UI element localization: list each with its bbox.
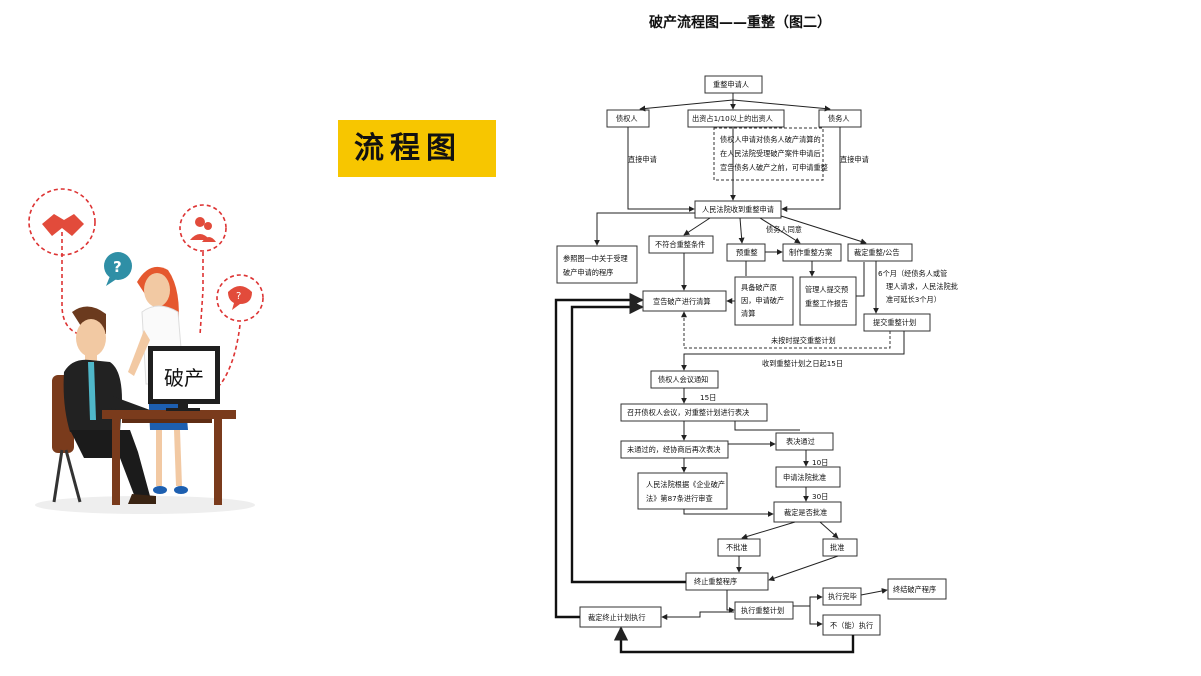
svg-text:在人民法院受理破产案件申请后: 在人民法院受理破产案件申请后	[720, 149, 821, 158]
svg-text:裁定是否批准: 裁定是否批准	[784, 508, 827, 517]
svg-text:申请法院批准: 申请法院批准	[783, 473, 826, 482]
svg-text:召开债权人会议，对重整计划进行表决: 召开债权人会议，对重整计划进行表决	[627, 408, 749, 417]
svg-text:出资占1/10以上的出资人: 出资占1/10以上的出资人	[692, 114, 773, 123]
node-vote-passed: 表决通过	[775, 432, 834, 451]
team-icon	[179, 204, 227, 252]
flowchart-banner: 流程图	[338, 120, 496, 177]
handshake-icon	[28, 188, 96, 256]
svg-text:宣告破产进行清算: 宣告破产进行清算	[653, 297, 711, 306]
node-not-qualified: 不符合重整条件	[648, 235, 714, 254]
node-end-bankruptcy: 终结破产程序	[887, 578, 947, 600]
node-terminate-execution: 裁定终止计划执行	[579, 606, 662, 628]
computer-monitor: 破产	[148, 346, 220, 411]
svg-text:制作重整方案: 制作重整方案	[789, 248, 832, 257]
svg-text:参照图一中关于受理: 参照图一中关于受理	[563, 254, 628, 263]
label-15-days: 15日	[700, 393, 716, 402]
node-pre-reorg: 预重整	[726, 243, 766, 262]
svg-text:执行重整计划: 执行重整计划	[741, 606, 784, 615]
label-30-days: 30日	[812, 492, 828, 501]
node-creditor-notice: 债权人会议通知	[650, 370, 719, 389]
svg-text:不符合重整条件: 不符合重整条件	[655, 240, 705, 249]
node-cannot-execute: 不（能）执行	[822, 614, 881, 636]
svg-text:债权人申请对债务人破产清算的: 债权人申请对债务人破产清算的	[720, 135, 821, 144]
svg-text:不（能）执行: 不（能）执行	[830, 621, 873, 630]
label-debtor-agree: 债务人同意	[766, 225, 802, 234]
svg-text:?: ?	[113, 258, 122, 276]
svg-text:债务人: 债务人	[828, 114, 850, 123]
svg-text:表决通过: 表决通过	[786, 437, 815, 446]
label-direct-apply-right: 直接申请	[840, 155, 869, 164]
node-execute-plan: 执行重整计划	[734, 601, 794, 620]
svg-text:破产申请的程序: 破产申请的程序	[563, 268, 613, 277]
svg-text:人民法院根据《企业破产: 人民法院根据《企业破产	[646, 480, 725, 489]
node-execution-complete: 执行完毕	[822, 587, 862, 606]
node-submit-plan: 提交重整计划	[863, 313, 931, 332]
svg-text:终止重整程序: 终止重整程序	[694, 577, 737, 586]
svg-text:批准: 批准	[830, 543, 844, 552]
months-note: 6个月（经债务人或管 理人请求，人民法院批 准可延长3个月）	[878, 269, 958, 304]
svg-text:未通过的，经协商后再次表决: 未通过的，经协商后再次表决	[627, 445, 720, 454]
label-not-submitted: 未按时提交重整计划	[771, 336, 836, 345]
question-bubble-icon: ?	[216, 274, 264, 322]
svg-text:重整工作报告: 重整工作报告	[805, 299, 848, 308]
svg-text:人民法院收到重整申请: 人民法院收到重整申请	[702, 205, 774, 214]
flow-connectors	[554, 93, 905, 654]
svg-text:债权人: 债权人	[616, 114, 638, 123]
svg-text:宣告债务人破产之前，可申请重整: 宣告债务人破产之前，可申请重整	[720, 163, 828, 172]
label-within-15-days: 收到重整计划之日起15日	[762, 359, 843, 368]
node-creditor-meeting: 召开债权人会议，对重整计划进行表决	[620, 403, 768, 422]
svg-text:不批准: 不批准	[726, 543, 748, 552]
label-10-days: 10日	[812, 458, 828, 467]
page-title: 破产流程图——重整（图二）	[649, 15, 831, 31]
node-apply-approval: 申请法院批准	[775, 466, 841, 488]
banner-label: 流程图	[354, 131, 462, 166]
svg-text:裁定重整/公告: 裁定重整/公告	[854, 248, 900, 257]
node-not-approved: 不批准	[717, 538, 761, 557]
svg-text:6个月（经债务人或管: 6个月（经债务人或管	[878, 269, 947, 278]
node-creditor: 债权人	[606, 109, 650, 128]
svg-text:提交重整计划: 提交重整计划	[873, 318, 916, 327]
svg-text:管理人提交预: 管理人提交预	[805, 285, 848, 294]
help-question-icon: ?	[104, 252, 132, 286]
business-illustration: ? ?	[28, 188, 264, 514]
svg-text:具备破产原: 具备破产原	[741, 283, 777, 292]
svg-text:法》第87条进行审查: 法》第87条进行审查	[646, 494, 713, 503]
monitor-label: 破产	[164, 366, 204, 390]
node-decide-approval: 裁定是否批准	[773, 501, 842, 523]
node-vote-failed: 未通过的，经协商后再次表决	[620, 440, 729, 459]
node-apply: 重整申请人	[704, 75, 763, 94]
node-application-note: 债权人申请对债务人破产清算的 在人民法院受理破产案件申请后 宣告债务人破产之前，…	[713, 127, 828, 181]
node-investor: 出资占1/10以上的出资人	[687, 109, 785, 128]
node-declare-bankruptcy: 宣告破产进行清算	[642, 290, 727, 312]
node-court-receive: 人民法院收到重整申请	[694, 200, 782, 219]
svg-text:执行完毕: 执行完毕	[828, 592, 857, 601]
svg-text:重整申请人: 重整申请人	[713, 80, 749, 89]
svg-text:准可延长3个月）: 准可延长3个月）	[886, 295, 941, 304]
svg-text:债权人会议通知: 债权人会议通知	[658, 375, 708, 384]
node-announce: 裁定重整/公告	[847, 243, 913, 262]
svg-text:裁定终止计划执行: 裁定终止计划执行	[588, 613, 646, 622]
node-debtor: 债务人	[818, 109, 862, 128]
svg-text:理人请求，人民法院批: 理人请求，人民法院批	[886, 282, 958, 291]
node-terminate-reorg: 终止重整程序	[685, 572, 769, 591]
label-direct-apply-left: 直接申请	[628, 155, 657, 164]
svg-text:因，申请破产: 因，申请破产	[741, 296, 784, 305]
svg-text:预重整: 预重整	[736, 248, 758, 257]
svg-text:清算: 清算	[741, 309, 755, 318]
svg-text:?: ?	[236, 291, 241, 302]
svg-text:终结破产程序: 终结破产程序	[893, 585, 936, 594]
node-make-plan: 制作重整方案	[782, 243, 842, 262]
node-approved: 批准	[822, 538, 858, 557]
